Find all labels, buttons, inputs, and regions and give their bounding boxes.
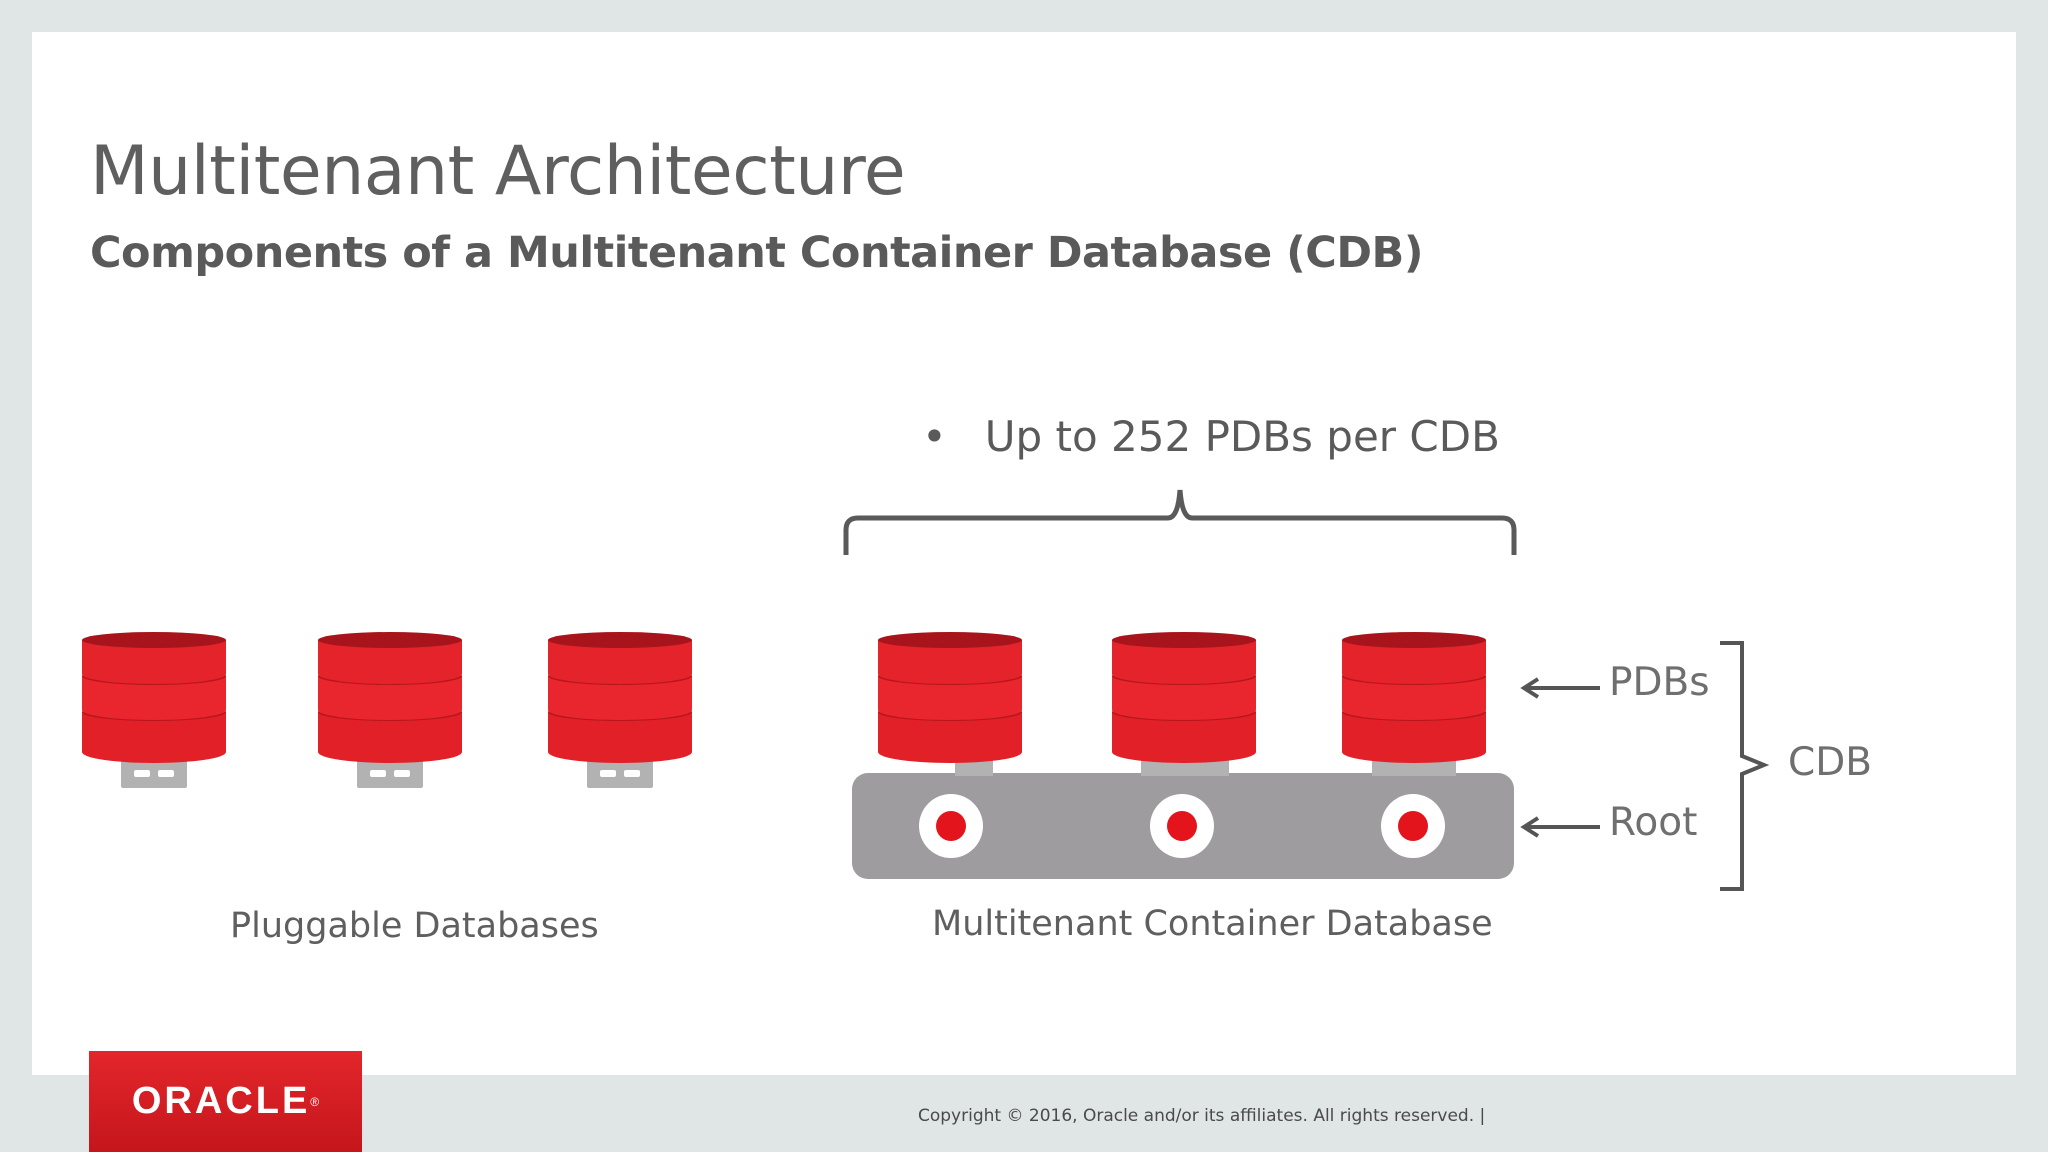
root-arrow — [1520, 816, 1600, 838]
cdb-label: CDB — [1788, 740, 1873, 785]
pluggable-db-3 — [548, 632, 692, 788]
bullet-text: Up to 252 PDBs per CDB — [984, 412, 1500, 461]
pluggable-databases-caption: Pluggable Databases — [230, 906, 599, 946]
container-pdb-1 — [878, 632, 1022, 763]
bullet-marker: • — [922, 412, 947, 461]
container-pdb-2 — [1112, 632, 1256, 763]
bullet-point: • Up to 252 PDBs per CDB — [922, 412, 1500, 461]
copyright-notice: Copyright © 2016, Oracle and/or its affi… — [918, 1106, 1486, 1126]
slide-canvas — [32, 32, 2016, 1075]
oracle-logo: ORACLE® — [89, 1051, 362, 1152]
pdb-group-brace — [843, 489, 1517, 555]
container-database-caption: Multitenant Container Database — [932, 904, 1493, 944]
root-label: Root — [1609, 800, 1698, 845]
pluggable-db-2 — [318, 632, 462, 788]
oracle-logo-text: ORACLE — [131, 1080, 311, 1122]
pdbs-arrow — [1520, 677, 1600, 699]
slide-title: Multitenant Architecture — [90, 132, 906, 211]
registered-mark: ® — [310, 1094, 320, 1109]
container-pdb-3 — [1342, 632, 1486, 763]
slide-subtitle: Components of a Multitenant Container Da… — [90, 228, 1423, 278]
pdbs-label: PDBs — [1609, 660, 1710, 705]
root-container — [852, 752, 1514, 879]
cdb-bracket — [1720, 641, 1770, 891]
pluggable-db-1 — [82, 632, 226, 788]
